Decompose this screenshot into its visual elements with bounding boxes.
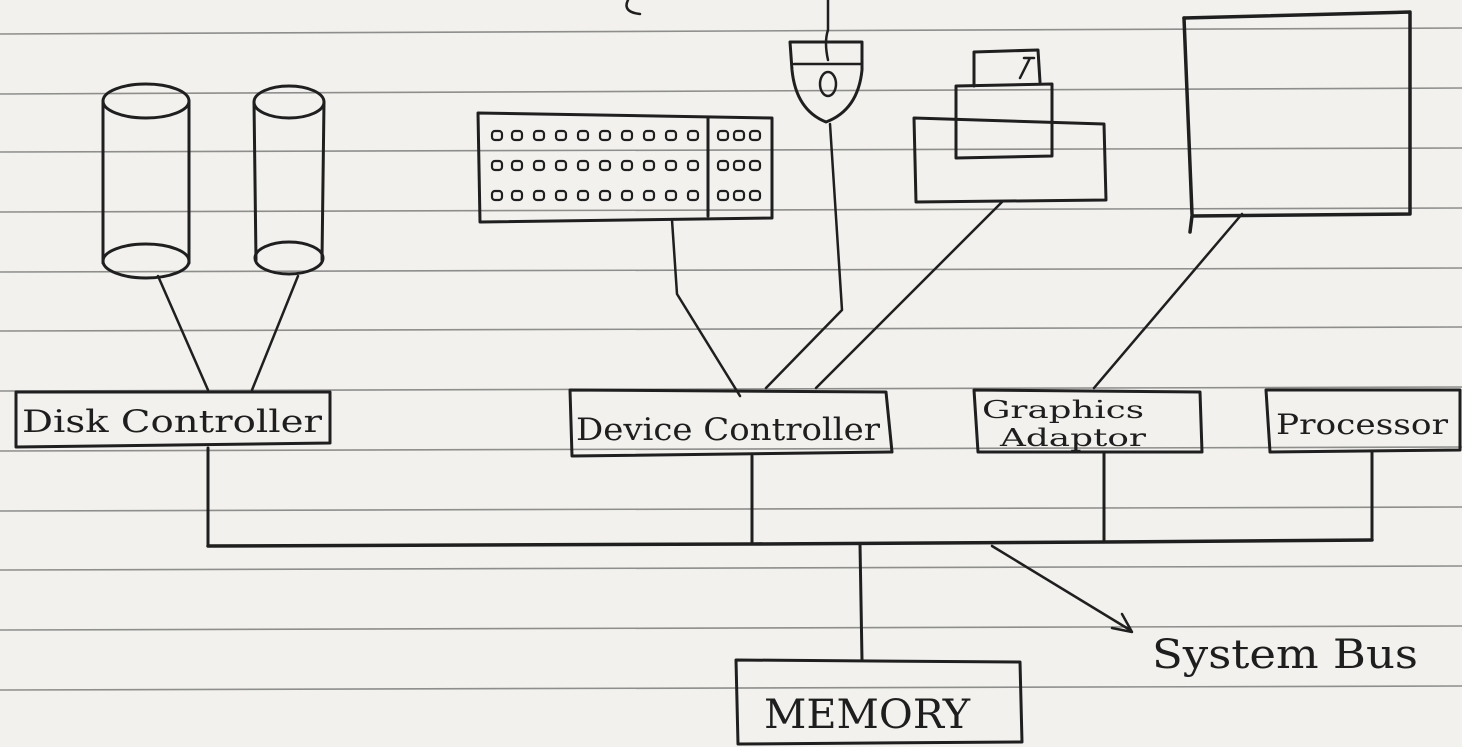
keyboard-key	[492, 161, 502, 170]
keyboard-key	[534, 131, 544, 140]
keyboard-key	[512, 191, 522, 200]
keyboard-key	[718, 161, 728, 170]
disk-cylinder-icon	[103, 84, 189, 278]
keyboard-key	[734, 131, 744, 140]
disk-controller-box: Disk Controller	[16, 392, 330, 447]
keyboard-key	[688, 191, 698, 200]
keyboard-key	[600, 161, 610, 170]
keyboard-key	[600, 131, 610, 140]
keyboard-key	[718, 191, 728, 200]
keyboard-key	[578, 131, 588, 140]
keyboard-key	[512, 161, 522, 170]
ruled-lines	[0, 28, 1462, 690]
keyboard-key	[534, 161, 544, 170]
keyboard-key	[734, 161, 744, 170]
processor-label: Processor	[1276, 408, 1449, 441]
keyboard-key	[666, 191, 676, 200]
keyboard-key	[492, 191, 502, 200]
keyboard-key	[622, 191, 632, 200]
keyboard-key	[492, 131, 502, 140]
disk-cylinder-icon	[254, 86, 324, 274]
keyboard-key	[512, 131, 522, 140]
disk-controller-label: Disk Controller	[22, 404, 322, 440]
keyboard-key	[600, 191, 610, 200]
keyboard-key	[734, 191, 744, 200]
graphics-adaptor-label-line1: Graphics	[982, 396, 1144, 424]
arrow-icon	[992, 546, 1132, 632]
memory-box: MEMORY	[736, 660, 1022, 744]
graphics-adaptor-box: Graphics Adaptor	[974, 390, 1202, 452]
keyboard-icon	[478, 113, 772, 222]
keyboard-key	[556, 161, 566, 170]
printer-icon	[914, 50, 1106, 202]
keyboard-key	[578, 161, 588, 170]
system-bus-label: System Bus	[1152, 632, 1418, 678]
device-controller-label: Device Controller	[576, 412, 880, 448]
processor-box: Processor	[1266, 390, 1460, 452]
memory-label: MEMORY	[764, 692, 971, 738]
keyboard-key	[644, 131, 654, 140]
keyboard-key	[688, 161, 698, 170]
keyboard-key	[534, 191, 544, 200]
keyboard-key	[622, 161, 632, 170]
keyboard-key	[750, 161, 760, 170]
keyboard-key	[750, 191, 760, 200]
keyboard-key	[750, 131, 760, 140]
device-controller-box: Device Controller	[570, 390, 892, 456]
keyboard-key	[556, 191, 566, 200]
keyboard-key	[644, 161, 654, 170]
keyboard-key	[622, 131, 632, 140]
keyboard-key	[718, 131, 728, 140]
keyboard-key	[644, 191, 654, 200]
keyboard-key	[556, 131, 566, 140]
keyboard-key	[578, 191, 588, 200]
keyboard-key	[666, 161, 676, 170]
graphics-adaptor-label-line2: Adaptor	[999, 424, 1147, 452]
stray-mark	[627, 0, 641, 14]
monitor-icon	[1184, 12, 1410, 232]
keyboard-key	[666, 131, 676, 140]
keyboard-key	[688, 131, 698, 140]
mouse-icon	[790, 0, 862, 122]
